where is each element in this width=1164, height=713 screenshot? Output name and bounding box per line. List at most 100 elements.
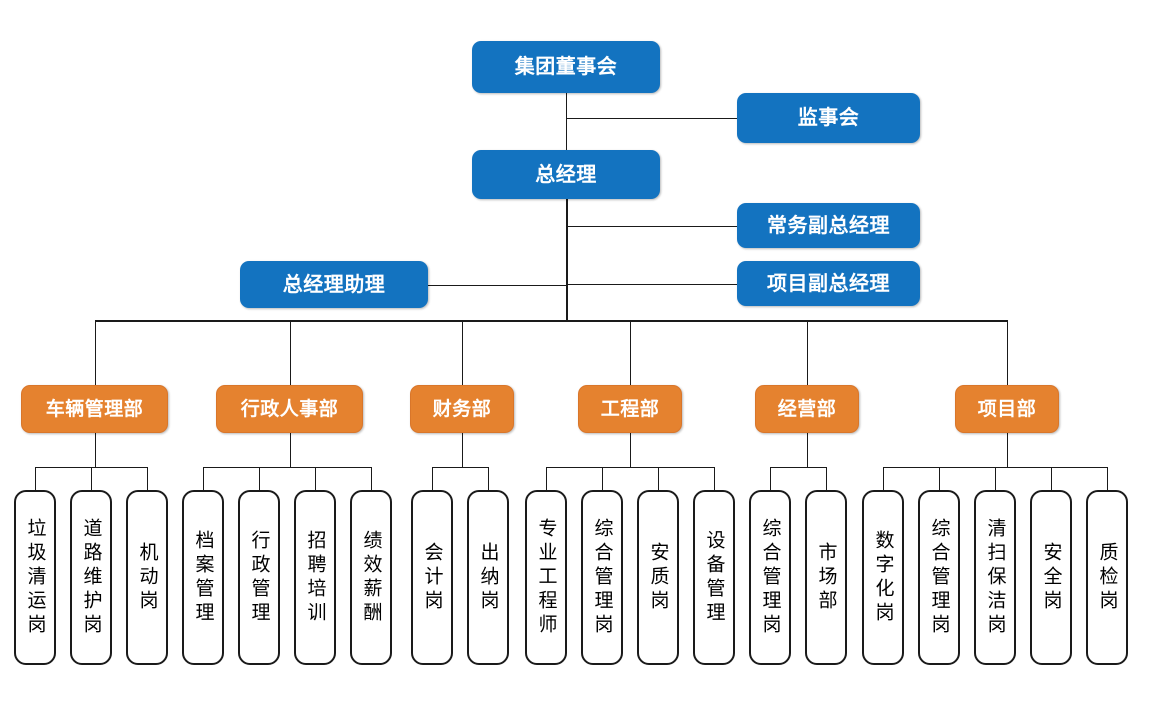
sub-bus-admin-hr [203, 467, 371, 468]
connector-project-to-leaf [995, 467, 996, 490]
leaf-box[interactable]: 安全岗 [1030, 490, 1072, 665]
connector-finance-drop [462, 433, 463, 467]
connector-project-to-leaf [939, 467, 940, 490]
node-project-deputy[interactable]: 项目副总经理 [737, 261, 920, 306]
connector-gm-to-project-deputy [566, 283, 737, 285]
connector-admin-hr-to-leaf [315, 467, 316, 490]
connector-gm-to-bus [566, 199, 568, 320]
leaf-box[interactable]: 招聘培训 [294, 490, 336, 665]
sub-bus-engineering [546, 467, 714, 468]
node-board[interactable]: 集团董事会 [472, 41, 660, 93]
leaf-box[interactable]: 综合管理岗 [918, 490, 960, 665]
leaf-box[interactable]: 综合管理岗 [581, 490, 623, 665]
connector-project-to-leaf [883, 467, 884, 490]
connector-bus-to-finance [462, 320, 463, 385]
leaf-box[interactable]: 安质岗 [637, 490, 679, 665]
leaf-label: 综合管理岗 [591, 517, 613, 638]
connector-board-to-gm [566, 93, 567, 150]
connector-finance-to-leaf [432, 467, 433, 490]
connector-engineering-to-leaf [546, 467, 547, 490]
leaf-box[interactable]: 机动岗 [126, 490, 168, 665]
leaf-label: 质检岗 [1096, 541, 1118, 614]
node-project-deputy-label: 项目副总经理 [767, 272, 890, 295]
connector-operations-to-leaf [770, 467, 771, 490]
leaf-label: 综合管理岗 [928, 517, 950, 638]
connector-engineering-to-leaf [658, 467, 659, 490]
connector-finance-to-leaf [488, 467, 489, 490]
connector-admin-hr-to-leaf [203, 467, 204, 490]
node-board-label: 集团董事会 [514, 56, 618, 78]
leaf-box[interactable]: 会计岗 [411, 490, 453, 665]
node-supervisory[interactable]: 监事会 [737, 93, 920, 143]
node-executive-deputy-label: 常务副总经理 [767, 214, 890, 237]
node-general-manager[interactable]: 总经理 [472, 150, 660, 199]
connector-bus-to-vehicle [94, 320, 96, 385]
leaf-box[interactable]: 质检岗 [1086, 490, 1128, 665]
leaf-label: 专业工程师 [535, 517, 557, 638]
leaf-label: 垃圾清运岗 [24, 517, 46, 638]
connector-engineering-to-leaf [714, 467, 715, 490]
connector-bus-to-admin-hr [289, 320, 291, 385]
leaf-box[interactable]: 设备管理 [693, 490, 735, 665]
node-supervisory-label: 监事会 [797, 107, 860, 129]
department-engineering[interactable]: 工程部 [578, 385, 682, 433]
leaf-label: 绩效薪酬 [360, 529, 382, 626]
department-engineering-label: 工程部 [600, 398, 660, 420]
node-gm-assistant-label: 总经理助理 [282, 273, 386, 296]
leaf-label: 安全岗 [1040, 541, 1062, 614]
leaf-box[interactable]: 专业工程师 [525, 490, 567, 665]
leaf-label: 安质岗 [647, 541, 669, 614]
department-finance-label: 财务部 [432, 398, 492, 420]
leaf-box[interactable]: 垃圾清运岗 [14, 490, 56, 665]
department-vehicle-label: 车辆管理部 [45, 398, 144, 420]
leaf-label: 综合管理岗 [759, 517, 781, 638]
connector-admin-hr-to-leaf [371, 467, 372, 490]
leaf-label: 道路维护岗 [80, 517, 102, 638]
connector-engineering-drop [630, 433, 631, 467]
leaf-label: 设备管理 [703, 529, 725, 626]
department-operations[interactable]: 经营部 [755, 385, 859, 433]
leaf-label: 招聘培训 [304, 529, 326, 626]
leaf-label: 清扫保洁岗 [984, 517, 1006, 638]
department-project[interactable]: 项目部 [955, 385, 1059, 433]
leaf-label: 行政管理 [248, 529, 270, 626]
connector-gm-to-supervisory [566, 118, 737, 119]
leaf-box[interactable]: 行政管理 [238, 490, 280, 665]
leaf-box[interactable]: 出纳岗 [467, 490, 509, 665]
leaf-label: 出纳岗 [477, 541, 499, 614]
department-vehicle[interactable]: 车辆管理部 [21, 385, 168, 433]
leaf-box[interactable]: 道路维护岗 [70, 490, 112, 665]
leaf-box[interactable]: 综合管理岗 [749, 490, 791, 665]
connector-vehicle-drop [94, 433, 96, 467]
sub-bus-finance [432, 467, 488, 468]
leaf-box[interactable]: 清扫保洁岗 [974, 490, 1016, 665]
leaf-box[interactable]: 市场部 [805, 490, 847, 665]
connector-operations-to-leaf [826, 467, 827, 490]
department-project-label: 项目部 [977, 398, 1037, 420]
connector-engineering-to-leaf [602, 467, 603, 490]
node-executive-deputy[interactable]: 常务副总经理 [737, 203, 920, 248]
leaf-box[interactable]: 数字化岗 [862, 490, 904, 665]
department-admin-hr-label: 行政人事部 [240, 398, 339, 420]
department-bus [94, 320, 1007, 322]
connector-bus-to-operations [807, 320, 808, 385]
leaf-box[interactable]: 档案管理 [182, 490, 224, 665]
department-finance[interactable]: 财务部 [410, 385, 514, 433]
leaf-label: 数字化岗 [872, 529, 894, 626]
connector-vehicle-to-leaf [91, 467, 92, 490]
connector-gm-to-exec-deputy [566, 225, 737, 227]
connector-bus-to-project [1007, 320, 1008, 385]
connector-project-to-leaf [1107, 467, 1108, 490]
connector-vehicle-to-leaf [35, 467, 36, 490]
node-gm-assistant[interactable]: 总经理助理 [240, 261, 428, 308]
leaf-label: 机动岗 [136, 541, 158, 614]
connector-operations-drop [807, 433, 808, 467]
connector-bus-to-engineering [630, 320, 631, 385]
leaf-box[interactable]: 绩效薪酬 [350, 490, 392, 665]
leaf-label: 会计岗 [421, 541, 443, 614]
connector-admin-hr-drop [289, 433, 291, 467]
sub-bus-operations [770, 467, 826, 468]
department-admin-hr[interactable]: 行政人事部 [216, 385, 363, 433]
connector-project-drop [1007, 433, 1008, 467]
